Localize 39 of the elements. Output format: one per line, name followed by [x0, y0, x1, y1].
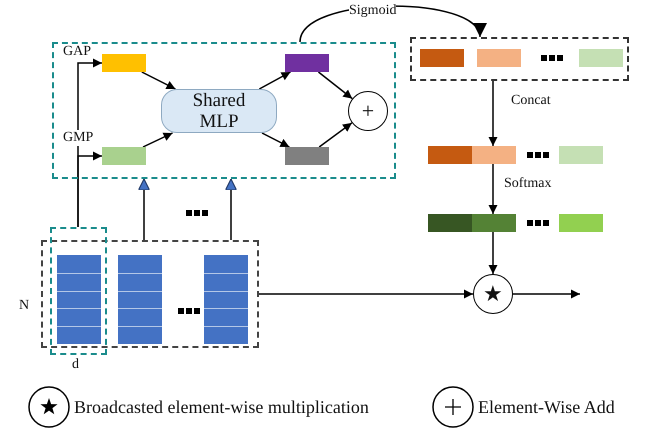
- arrow: [318, 71, 353, 100]
- dashed-group-frame: [410, 37, 629, 81]
- arrow: [488, 81, 498, 146]
- feature-column: [204, 255, 248, 344]
- arrow: [142, 132, 173, 148]
- dashed-group-frame: [50, 227, 107, 355]
- feature-bar: [102, 54, 146, 72]
- weight-vector-bar: [428, 146, 603, 164]
- legend-label: Broadcasted element-wise multiplication: [74, 397, 369, 417]
- arrow: [262, 132, 290, 148]
- arrow: [318, 122, 352, 148]
- feature-bar: [285, 54, 329, 72]
- feature-bar: [579, 49, 623, 67]
- arrow: [513, 290, 580, 298]
- dashed-group-frame: [52, 42, 396, 179]
- node-label: Shared MLP: [192, 90, 246, 132]
- feature-bar: [102, 147, 146, 165]
- arrow: [77, 152, 102, 227]
- operator-circle: [348, 91, 388, 131]
- dashed-group-frame: [41, 240, 259, 348]
- feature-bar: [420, 49, 464, 67]
- feature-column: [57, 255, 101, 344]
- operator-circle: [473, 274, 513, 314]
- operator-symbol: ★: [483, 283, 503, 305]
- feature-bar: [285, 147, 329, 165]
- arrow: [488, 232, 498, 274]
- node-caption: GMP: [63, 130, 94, 146]
- weight-vector-bar: [428, 214, 603, 232]
- arrow: [141, 71, 176, 90]
- operator-symbol: +: [362, 100, 374, 122]
- arrow: [488, 164, 498, 214]
- arrow: [259, 290, 473, 298]
- arrow: [258, 71, 291, 90]
- legend-label: Element-Wise Add: [478, 397, 615, 417]
- arrow: [224, 178, 238, 240]
- arrow: [138, 178, 150, 240]
- feature-bar: [477, 49, 521, 67]
- feature-column: [118, 255, 162, 344]
- process-box: [161, 89, 277, 133]
